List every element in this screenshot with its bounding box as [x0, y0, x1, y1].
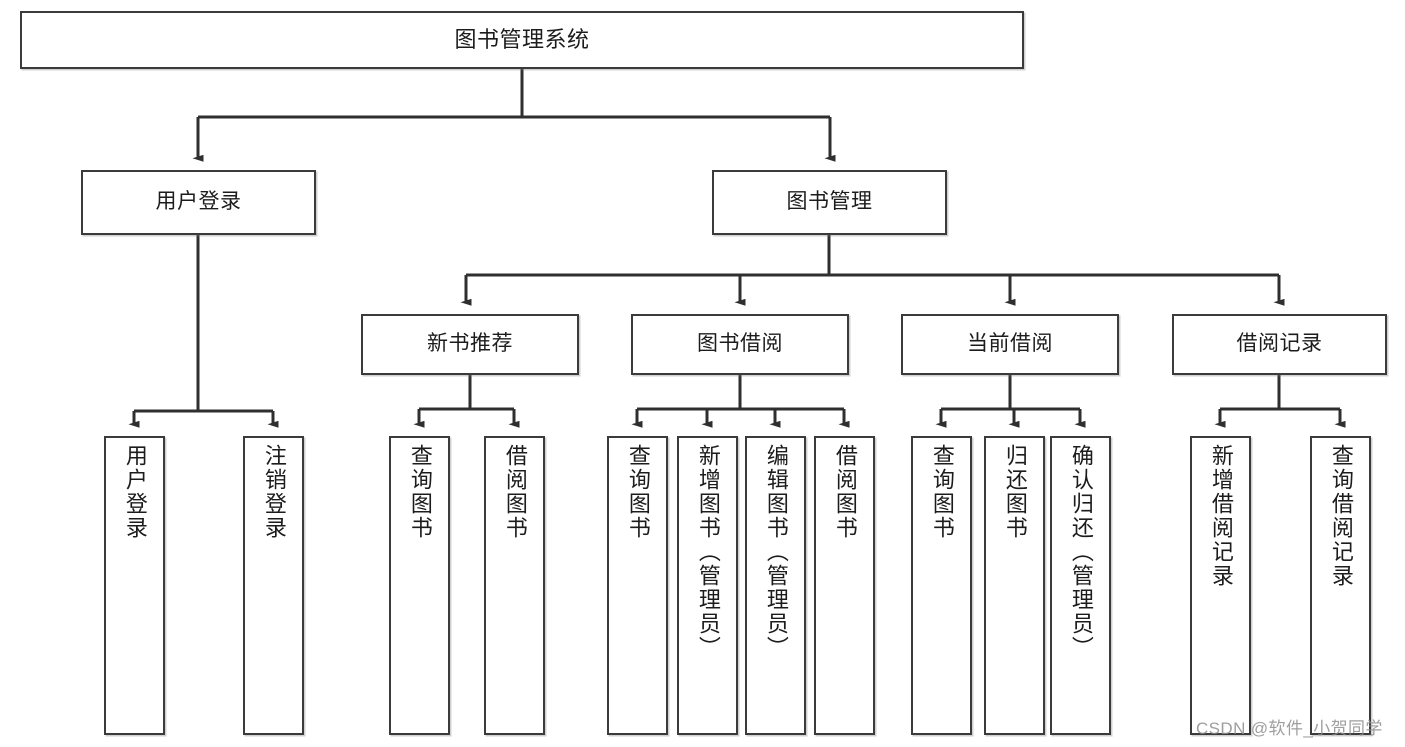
node-leaf-8[interactable]: 查询图书 [911, 436, 972, 735]
node-label: 用户登录 [155, 190, 242, 214]
node-leaf-10[interactable]: 确认归还（管理员） [1050, 436, 1111, 735]
node-label: 确认归还（管理员） [1068, 444, 1094, 660]
node-label: 图书管理系统 [454, 27, 590, 53]
node-label: 新书推荐 [427, 332, 513, 356]
node-label: 当前借阅 [967, 332, 1053, 356]
node-label: 图书管理 [786, 190, 873, 214]
node-label: 查询借阅记录 [1328, 444, 1354, 588]
node-leaf-5[interactable]: 新增图书（管理员） [677, 436, 738, 735]
node-level1-1[interactable]: 图书管理 [712, 170, 947, 235]
node-leaf-9[interactable]: 归还图书 [984, 436, 1045, 735]
node-label: 查询图书 [407, 444, 433, 540]
node-leaf-6[interactable]: 编辑图书（管理员） [745, 436, 806, 735]
node-label: 查询图书 [625, 444, 651, 540]
node-leaf-12[interactable]: 查询借阅记录 [1310, 436, 1371, 735]
node-label: 归还图书 [1002, 444, 1028, 540]
node-level2-1[interactable]: 图书借阅 [631, 314, 849, 375]
node-leaf-3[interactable]: 借阅图书 [484, 436, 545, 735]
node-level2-2[interactable]: 当前借阅 [901, 314, 1119, 375]
node-root-system[interactable]: 图书管理系统 [20, 11, 1024, 69]
node-leaf-1[interactable]: 注销登录 [243, 436, 304, 735]
node-label: 编辑图书（管理员） [763, 444, 789, 660]
node-leaf-2[interactable]: 查询图书 [389, 436, 450, 735]
node-leaf-7[interactable]: 借阅图书 [814, 436, 875, 735]
node-label: 借阅记录 [1236, 332, 1323, 356]
node-label: 查询图书 [929, 444, 955, 540]
node-label: 用户登录 [122, 444, 148, 540]
node-label: 新增借阅记录 [1208, 444, 1234, 588]
node-label: 图书借阅 [697, 332, 783, 356]
node-label: 借阅图书 [502, 444, 528, 540]
node-leaf-0[interactable]: 用户登录 [104, 436, 165, 735]
node-level2-0[interactable]: 新书推荐 [361, 314, 579, 375]
node-level1-0[interactable]: 用户登录 [81, 170, 316, 235]
node-leaf-11[interactable]: 新增借阅记录 [1190, 436, 1251, 735]
node-label: 注销登录 [261, 444, 287, 540]
node-leaf-4[interactable]: 查询图书 [607, 436, 668, 735]
node-label: 借阅图书 [832, 444, 858, 540]
node-label: 新增图书（管理员） [695, 444, 721, 660]
node-level2-3[interactable]: 借阅记录 [1172, 314, 1387, 375]
